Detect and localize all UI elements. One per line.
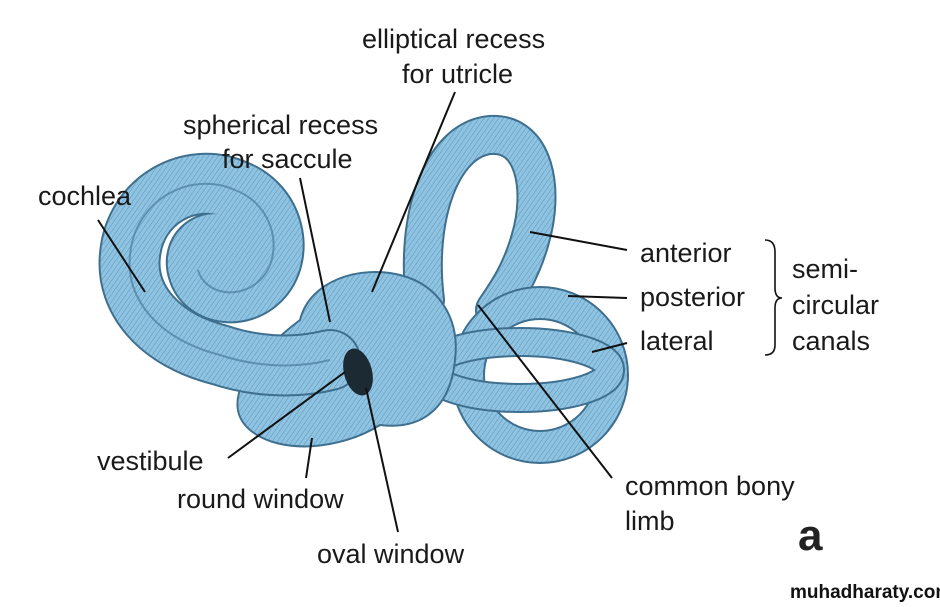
label-semi: semi- xyxy=(792,254,858,284)
label-for-utricle: for utricle xyxy=(402,59,514,89)
label-lateral: lateral xyxy=(640,326,714,356)
label-spherical-recess: spherical recess xyxy=(183,110,379,140)
watermark: muhadharaty.com xyxy=(790,582,940,603)
label-common-bony: common bony xyxy=(625,471,795,501)
label-circular: circular xyxy=(792,290,880,320)
leader-lines xyxy=(97,91,783,533)
label-posterior: posterior xyxy=(640,282,746,312)
oval-window xyxy=(343,348,373,396)
label-canals: canals xyxy=(792,326,871,356)
label-oval-window: oval window xyxy=(317,539,465,569)
label-anterior: anterior xyxy=(640,238,732,268)
label-vestibule: vestibule xyxy=(97,446,204,476)
label-cochlea: cochlea xyxy=(38,181,132,211)
panel-letter: a xyxy=(798,511,823,560)
label-for-saccule: for saccule xyxy=(222,144,353,174)
label-elliptical-recess: elliptical recess xyxy=(362,24,546,54)
label-limb: limb xyxy=(625,506,675,536)
label-round-window: round window xyxy=(177,484,344,514)
